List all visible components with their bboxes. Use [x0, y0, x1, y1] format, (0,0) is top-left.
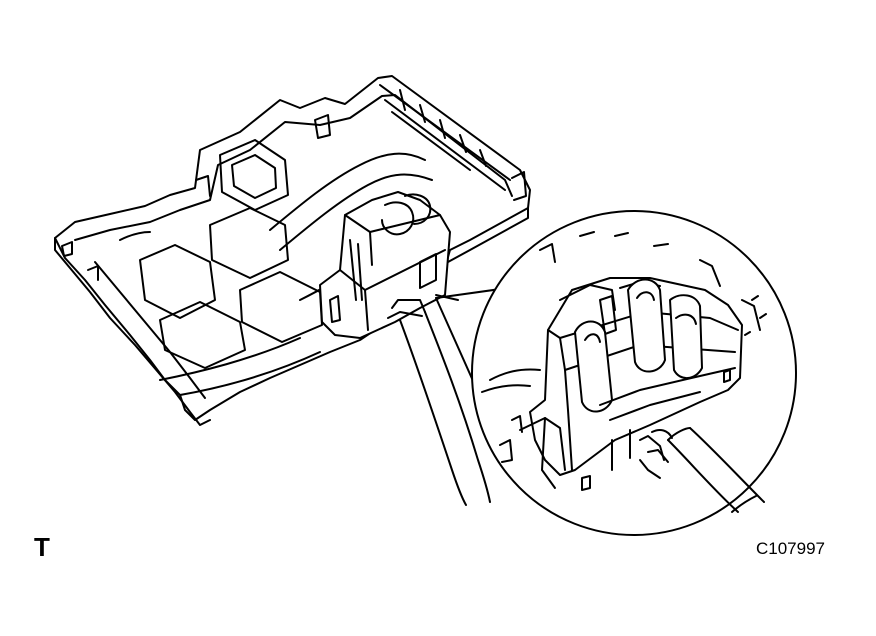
detail-magnifier [472, 211, 796, 535]
view-label: T [34, 532, 50, 562]
tray-housing [55, 76, 530, 425]
wire-harness [400, 295, 490, 505]
connector-small [320, 192, 450, 338]
illustration-code: C107997 [756, 539, 826, 558]
